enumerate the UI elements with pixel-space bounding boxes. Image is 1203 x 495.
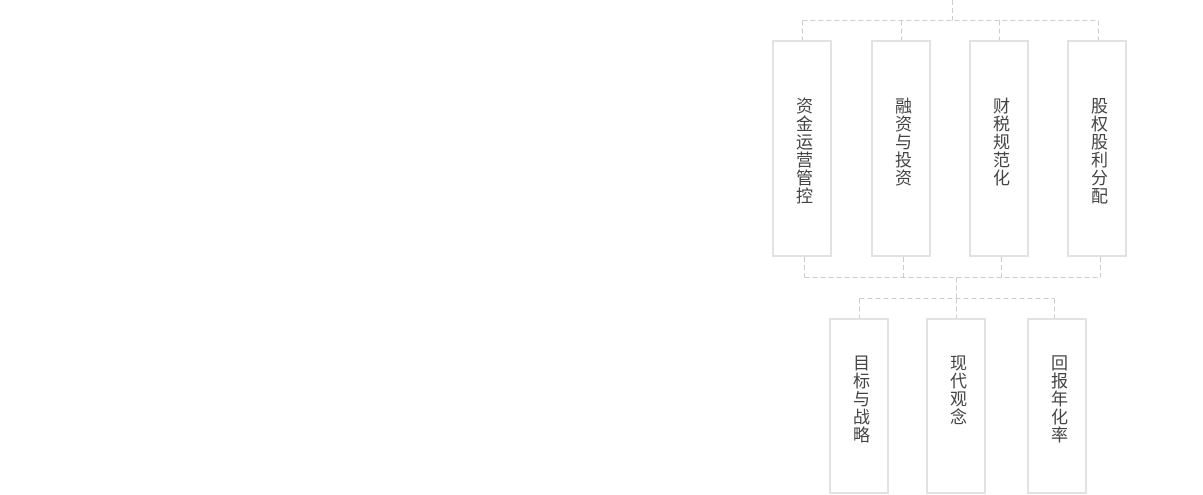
node-capital-operations: 资金运营管控 bbox=[772, 40, 832, 257]
node-equity-dividend: 股权股利分配 bbox=[1067, 40, 1127, 257]
node-label: 现代观念 bbox=[946, 354, 966, 426]
node-label: 融资与投资 bbox=[891, 97, 911, 187]
node-label: 资金运营管控 bbox=[792, 97, 812, 205]
node-financing-investment: 融资与投资 bbox=[871, 40, 931, 257]
node-tax-compliance: 财税规范化 bbox=[969, 40, 1029, 257]
node-label: 财税规范化 bbox=[989, 97, 1009, 187]
node-goals-strategy: 目标与战略 bbox=[829, 318, 889, 494]
node-label: 目标与战略 bbox=[849, 354, 869, 444]
node-label: 股权股利分配 bbox=[1087, 97, 1107, 205]
node-annualized-return: 回报年化率 bbox=[1027, 318, 1087, 494]
node-modern-concepts: 现代观念 bbox=[926, 318, 986, 494]
node-label: 回报年化率 bbox=[1047, 354, 1067, 444]
